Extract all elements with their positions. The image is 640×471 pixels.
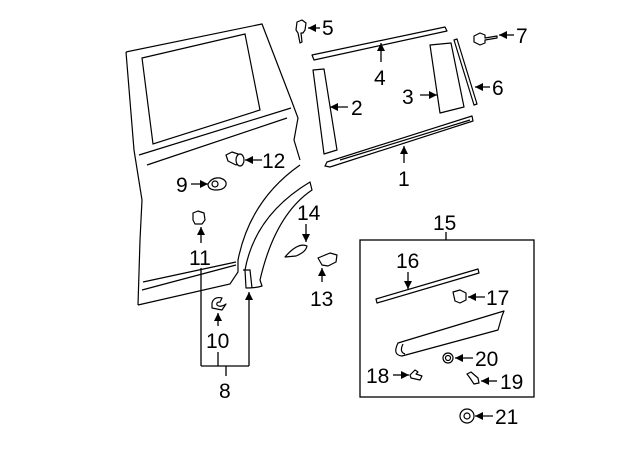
callout-13: 13	[310, 288, 333, 311]
part-19-screw-icon	[466, 371, 497, 385]
callout-8-bracket	[200, 268, 253, 376]
part-1-belt-molding	[324, 115, 474, 168]
part-13-clip-icon	[317, 252, 338, 282]
callout-5: 5	[322, 17, 334, 40]
part-21-nut-icon	[459, 408, 493, 424]
rear-door-panel	[125, 23, 301, 306]
callout-4: 4	[374, 67, 386, 90]
callout-14: 14	[297, 202, 321, 225]
part-12-clip-icon	[225, 151, 262, 167]
part-15-molding-kit-box	[359, 232, 535, 398]
part-15-door-molding	[395, 310, 505, 357]
callout-12: 12	[262, 150, 285, 173]
part-7-screw-icon	[473, 31, 514, 46]
part-11-clip-icon	[192, 210, 206, 243]
callout-16: 16	[396, 250, 419, 273]
callout-7: 7	[516, 25, 528, 48]
callout-6: 6	[492, 77, 504, 100]
part-14-protector	[284, 224, 310, 258]
part-10-clip-icon	[211, 296, 227, 326]
callout-9: 9	[176, 174, 188, 197]
callout-2: 2	[351, 97, 363, 120]
part-6-weatherstrip	[453, 38, 490, 106]
part-5-clip-icon	[295, 19, 320, 44]
callout-18: 18	[366, 365, 389, 388]
part-20-nut-icon	[442, 352, 473, 364]
part-18-clip-icon	[393, 369, 423, 381]
part-16-molding-strip	[375, 268, 480, 304]
callout-15: 15	[433, 212, 456, 235]
part-4-upper-molding	[311, 26, 448, 62]
callout-8: 8	[219, 380, 231, 403]
part-8-wheel-arch-molding	[243, 181, 313, 289]
callout-20: 20	[475, 348, 498, 371]
callout-19: 19	[500, 371, 523, 394]
callout-21: 21	[495, 406, 518, 429]
part-17-clip-icon	[452, 289, 485, 304]
callout-10: 10	[206, 330, 229, 353]
callout-1: 1	[398, 168, 410, 191]
part-2-pillar-garnish	[312, 68, 348, 155]
callout-3: 3	[402, 86, 414, 109]
part-3-pillar-garnish	[420, 42, 465, 114]
callout-11: 11	[189, 247, 211, 270]
callout-17: 17	[486, 287, 509, 310]
part-9-grommet-icon	[191, 177, 227, 191]
